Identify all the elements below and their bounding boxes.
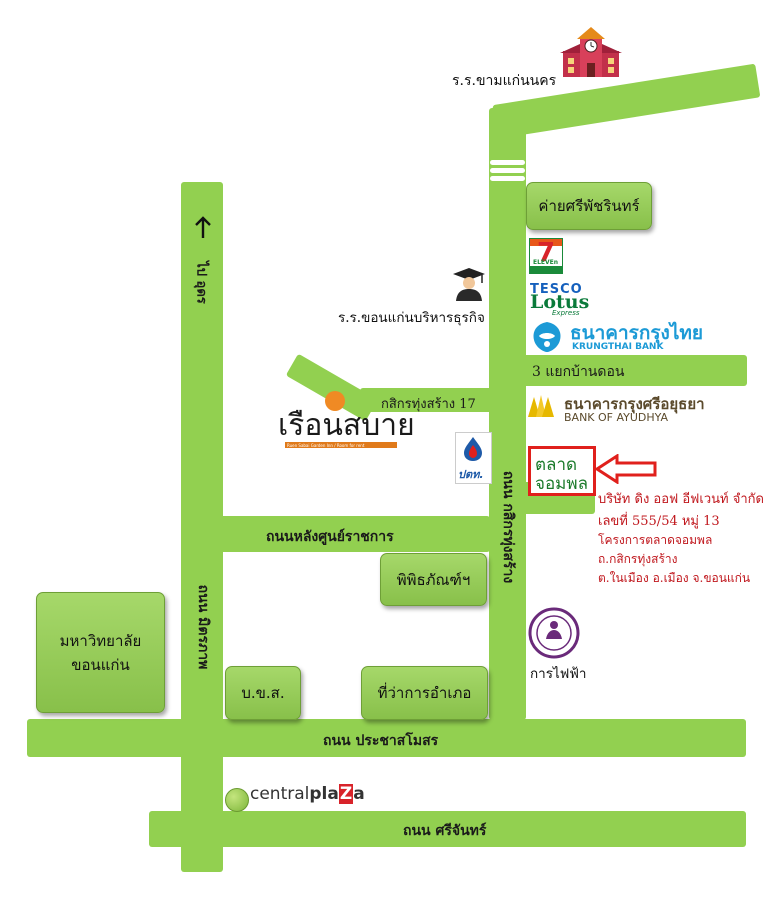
building-bks: บ.ข.ส. <box>225 666 301 720</box>
address-line-1: บริษัท ดิง ออฟ อีฟเวนท์ จำกัด <box>598 492 764 507</box>
ruen-sabai-logo: เรือนสบาย <box>278 408 415 443</box>
crossing-stripe <box>490 160 525 165</box>
ayudhya-name-en: BANK OF AYUDHYA <box>564 411 669 424</box>
school-icon <box>560 27 622 77</box>
lotus-logo: Lotus <box>530 291 590 313</box>
label-lang-soonratchakarn: ถนนหลังศูนย์ราชการ <box>266 529 394 545</box>
address-line-4: ถ.กสิกรทุ่งสร้าง <box>598 552 678 566</box>
address-line-5: ต.ในเมือง อ.เมือง จ.ขอนแก่น <box>598 571 751 585</box>
university-name: มหาวิทยาลัย ขอนแก่น <box>59 631 142 674</box>
arrow-up-icon <box>195 216 211 238</box>
electric-authority-seal-icon <box>528 607 580 659</box>
lotus-express: Express <box>552 309 580 317</box>
building-sripatcharin: ค่ายศรีพัชรินทร์ <box>526 182 652 230</box>
address-line-3: โครงการตลาดจอมพล <box>598 533 713 547</box>
graduate-icon <box>453 268 485 301</box>
road-srichan <box>149 811 746 847</box>
road-kasikorn-vertical <box>489 108 526 720</box>
label-mittraphap: ถนน มิตรภาพ <box>195 584 211 670</box>
label-electric: การไฟฟ้า <box>530 666 587 682</box>
building-pipittapan: พิพิธภัณฑ์ฯ <box>380 553 487 606</box>
road-lang-soonratchakarn <box>220 516 490 552</box>
tesco-logo: TESCO <box>530 282 583 297</box>
ayudhya-logo-icon <box>528 395 554 417</box>
central-plaza-logo: centralplaZa <box>250 784 365 804</box>
label-kasikorn-17: กสิกรทุ่งสร้าง 17 <box>381 397 476 412</box>
label-srichan: ถนน ศรีจันทร์ <box>403 823 487 839</box>
ruen-sabai-bar <box>285 442 397 448</box>
central-plaza-dot <box>225 788 249 812</box>
target-line2: จอมพล <box>535 474 589 494</box>
road-kasikorn-17 <box>360 388 492 412</box>
krungthai-name-en: KRUNGTHAI BANK <box>572 342 664 352</box>
crossing-stripe <box>490 168 525 173</box>
seven-eleven-logo: 7 ELEVEn <box>529 238 563 274</box>
label-prachasamosorn: ถนน ประชาสโมสร <box>323 733 439 749</box>
target-line1: ตลาด <box>535 455 578 475</box>
label-school-top: ร.ร.ขามแก่นนคร <box>452 73 557 89</box>
crossing-stripe <box>490 176 525 181</box>
road-mittraphap-vertical <box>181 182 223 872</box>
ptt-flame-icon <box>464 437 482 461</box>
building-amphoe: ที่ว่าการอำเภอ <box>361 666 488 720</box>
building-university: มหาวิทยาลัย ขอนแก่น <box>36 592 165 713</box>
ruen-sabai-dot <box>325 391 345 411</box>
address-line-2: เลขที่ 555/54 หมู่ 13 <box>598 514 720 529</box>
label-ban-don: 3 แยกบ้านดอน <box>532 364 625 380</box>
krungthai-name-th: ธนาคารกรุงไทย <box>570 322 704 344</box>
red-arrow-left-icon <box>595 454 657 484</box>
label-udon: ไป อุดร <box>193 261 209 304</box>
ptt-logo: ปตท. <box>455 432 492 484</box>
target-talat-jompol[interactable]: ตลาด จอมพล <box>528 446 596 496</box>
label-kasikorn: ถนน กสิกรทุ่งสร้าง <box>500 470 516 584</box>
road-prachasamosorn <box>27 719 746 757</box>
ayudhya-name-th: ธนาคารกรุงศรีอยุธยา <box>564 395 705 413</box>
ruen-sabai-subtitle: Ruen Sabai Garden Inn / Room for rent <box>287 443 365 448</box>
label-school-business: ร.ร.ขอนแก่นบริหารธุรกิจ <box>338 310 485 326</box>
krungthai-bird-icon <box>533 322 561 352</box>
ptt-name: ปตท. <box>458 468 484 481</box>
road-ban-don <box>523 355 747 386</box>
